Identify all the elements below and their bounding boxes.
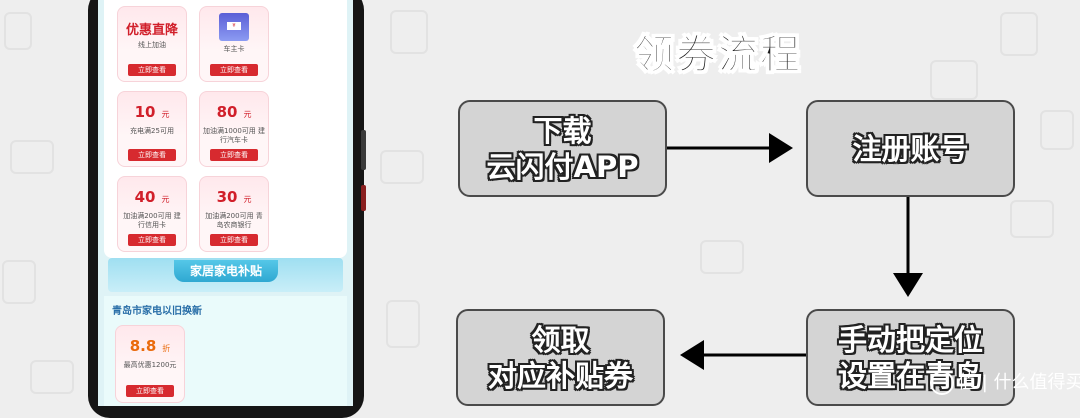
watermark: 值 | 什么值得买	[930, 368, 1080, 395]
coupon-card[interactable]: ¥ 车主卡 立即查看	[199, 6, 269, 82]
coupon-desc: 加油满1000可用 建行汽车卡	[202, 127, 266, 144]
coupon-unit: 元	[161, 110, 170, 119]
step-line: 手动把定位	[837, 322, 983, 357]
coupon-amount: 30	[216, 188, 238, 206]
section-banner: 家居家电补贴	[108, 258, 343, 292]
phone-side-button	[361, 185, 366, 211]
watermark-text: 值 | 什么值得买	[958, 372, 1080, 393]
view-now-button[interactable]: 立即查看	[128, 149, 176, 161]
phone-side-button	[361, 130, 366, 170]
watermark-logo-icon	[930, 371, 954, 395]
coupon-card[interactable]: 40 元 加油满200可用 建行信用卡 立即查看	[117, 176, 187, 252]
step-line: 对应补贴券	[487, 358, 633, 393]
view-now-button[interactable]: 立即查看	[210, 234, 258, 246]
flow-step-set-location: 手动把定位 设置在青岛	[806, 309, 1015, 406]
view-now-button[interactable]: 立即查看	[210, 64, 258, 76]
car-owner-card-image: ¥	[219, 13, 249, 41]
view-now-button[interactable]: 立即查看	[210, 149, 258, 161]
flow-step-claim: 领取 对应补贴券	[456, 309, 665, 406]
coupon-desc: 线上加油	[138, 41, 166, 49]
coupon-unit: 元	[243, 110, 252, 119]
flow-step-register: 注册账号	[806, 100, 1015, 197]
coupon-card[interactable]: 8.8 折 最高优惠1200元 立即查看	[115, 325, 185, 403]
coupon-desc: 加油满200可用 建行信用卡	[123, 212, 181, 229]
flow-arrows	[667, 133, 923, 370]
step-line: 设置在青岛	[837, 358, 983, 393]
phone-screen: 优惠直降 线上加油 立即查看 ¥ 车主卡 立即查看 10 元 充电满25可用 立即…	[98, 0, 353, 406]
coupon-unit: 折	[162, 344, 171, 353]
coupon-card[interactable]: 10 元 充电满25可用 立即查看	[117, 91, 187, 167]
view-now-button[interactable]: 立即查看	[128, 64, 176, 76]
coupon-desc: 加油满200可用 青岛农商银行	[205, 212, 263, 229]
view-now-button[interactable]: 立即查看	[126, 385, 174, 397]
coupon-unit: 元	[243, 195, 252, 204]
section-title: 青岛市家电以旧换新	[112, 306, 202, 317]
coupon-amount: 80	[216, 103, 238, 121]
flow-step-download: 下载 云闪付APP	[458, 100, 667, 197]
view-now-button[interactable]: 立即查看	[128, 234, 176, 246]
coupon-desc: 充电满25可用	[130, 127, 174, 135]
step-line: 注册账号	[852, 131, 969, 166]
step-line: 云闪付APP	[486, 149, 639, 184]
coupon-unit: 元	[161, 195, 170, 204]
coupon-amount: 8.8	[129, 337, 157, 355]
step-line: 下载	[533, 113, 592, 148]
coupon-grid: 优惠直降 线上加油 立即查看 ¥ 车主卡 立即查看 10 元 充电满25可用 立即…	[104, 0, 347, 258]
coupon-card[interactable]: 30 元 加油满200可用 青岛农商银行 立即查看	[199, 176, 269, 252]
coupon-amount: 40	[134, 188, 156, 206]
coupon-desc: 车主卡	[223, 45, 245, 53]
banner-label: 家居家电补贴	[174, 260, 278, 282]
coupon-title: 优惠直降	[125, 23, 178, 38]
coupon-amount: 10	[134, 103, 156, 121]
coupon-desc: 最高优惠1200元	[123, 361, 177, 369]
step-line: 领取	[531, 322, 590, 357]
coupon-card[interactable]: 80 元 加油满1000可用 建行汽车卡 立即查看	[199, 91, 269, 167]
coupon-card[interactable]: 优惠直降 线上加油 立即查看	[117, 6, 187, 82]
